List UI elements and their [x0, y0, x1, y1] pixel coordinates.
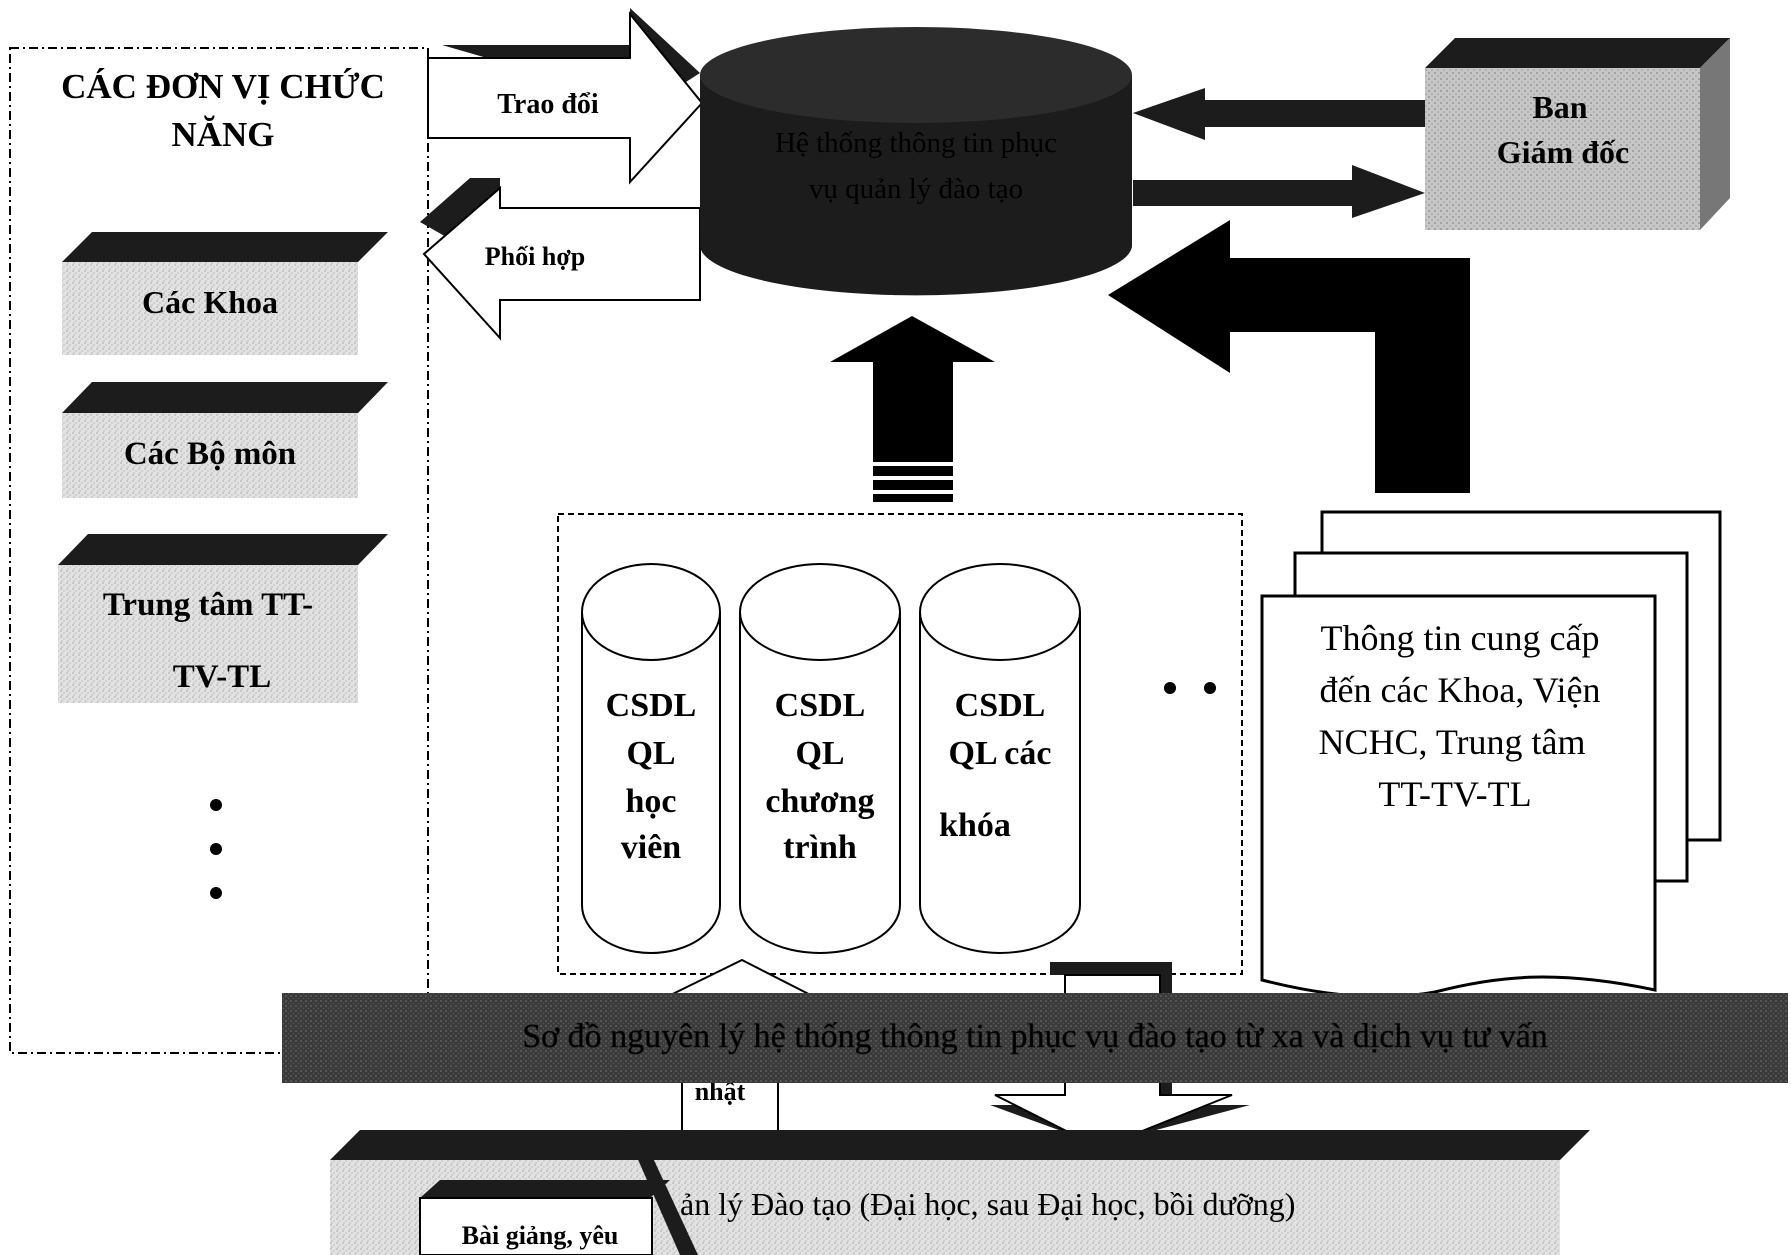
directors-to-db-arrow [1133, 88, 1425, 140]
more-databases-dots [1164, 682, 1216, 694]
db-hoc-vien-line4: viên [621, 829, 682, 866]
db-hoc-vien-line2: QL [626, 735, 675, 772]
lecture-label-fragment: Bài giảng, yêu [462, 1221, 619, 1250]
unit-box-khoa: Các Khoa [62, 232, 388, 355]
functional-units-title: CÁC ĐƠN VỊ CHỨC [61, 66, 385, 106]
directors-label-line2: Giám đốc [1497, 134, 1629, 170]
unit-box-bo-mon: Các Bộ môn [62, 382, 388, 498]
db-khoa-hoc-line1: CSDL [955, 687, 1046, 724]
info-documents: Thông tin cung cấp đến các Khoa, Viện NC… [1260, 510, 1722, 999]
caption-band: Sơ đồ nguyên lý hệ thống thông tin phục … [282, 993, 1788, 1083]
databases-to-central-arrow [830, 316, 995, 502]
db-khoa-hoc-line2: QL các [949, 735, 1052, 772]
coordinate-label: Phối hợp [485, 242, 585, 271]
db-hoc-vien-line1: CSDL [606, 687, 697, 724]
training-bar-label: ản lý Đào tạo (Đại học, sau Đại học, bồi… [680, 1186, 1295, 1222]
info-doc-line2: đến các Khoa, Viện [1319, 670, 1600, 710]
db-hoc-vien-line3: học [626, 783, 677, 820]
coordinate-arrow: Phối hợp [420, 178, 701, 341]
diagram-caption: Sơ đồ nguyên lý hệ thống thông tin phục … [522, 1018, 1548, 1055]
database-cylinder-khoa-hoc: CSDL QL các khóa [919, 563, 1081, 954]
database-group: CSDL QL học viên CSDL QL chương trình CS… [557, 513, 1243, 975]
db-chuong-trinh-line3: chương [765, 783, 874, 820]
lecture-box-fragment: Bài giảng, yêu [419, 1130, 698, 1255]
db-chuong-trinh-line4: trình [783, 829, 857, 866]
db-chuong-trinh-line2: QL [795, 735, 844, 772]
unit-box-trung-tam: Trung tâm TT- TV-TL [58, 534, 388, 703]
exchange-label: Trao đổi [497, 89, 599, 120]
info-to-db-arrow [1108, 220, 1470, 493]
unit-label-bo-mon: Các Bộ môn [124, 436, 296, 472]
unit-label-khoa: Các Khoa [142, 284, 278, 320]
directors-label-line1: Ban [1532, 89, 1587, 125]
functional-units-panel: CÁC ĐƠN VỊ CHỨC NĂNG Các Khoa Các Bộ môn… [9, 47, 429, 1054]
directors-box: Ban Giám đốc [1425, 38, 1730, 230]
more-units-dots [210, 799, 222, 899]
database-cylinder-hoc-vien: CSDL QL học viên [581, 563, 721, 954]
database-cylinder-chuong-trinh: CSDL QL chương trình [739, 563, 901, 954]
db-chuong-trinh-line1: CSDL [775, 687, 866, 724]
info-doc-line3: NCHC, Trung tâm [1318, 722, 1585, 762]
central-db-label-line2: vụ quản lý đào tạo [809, 173, 1023, 205]
unit-label-trung-tam-line1: Trung tâm TT- [103, 587, 313, 623]
central-database: Hệ thống thông tin phục vụ quản lý đào t… [700, 27, 1132, 296]
db-khoa-hoc-line3: khóa [939, 807, 1011, 844]
unit-label-trung-tam-line2: TV-TL [173, 659, 271, 695]
info-doc-line4: TT-TV-TL [1378, 774, 1531, 814]
db-to-directors-arrow [1133, 165, 1425, 218]
exchange-arrow: Trao đổi [427, 8, 704, 185]
central-db-label-line1: Hệ thống thông tin phục [775, 127, 1057, 159]
functional-units-title-line2: NĂNG [171, 114, 274, 154]
info-doc-line1: Thông tin cung cấp [1321, 618, 1600, 658]
